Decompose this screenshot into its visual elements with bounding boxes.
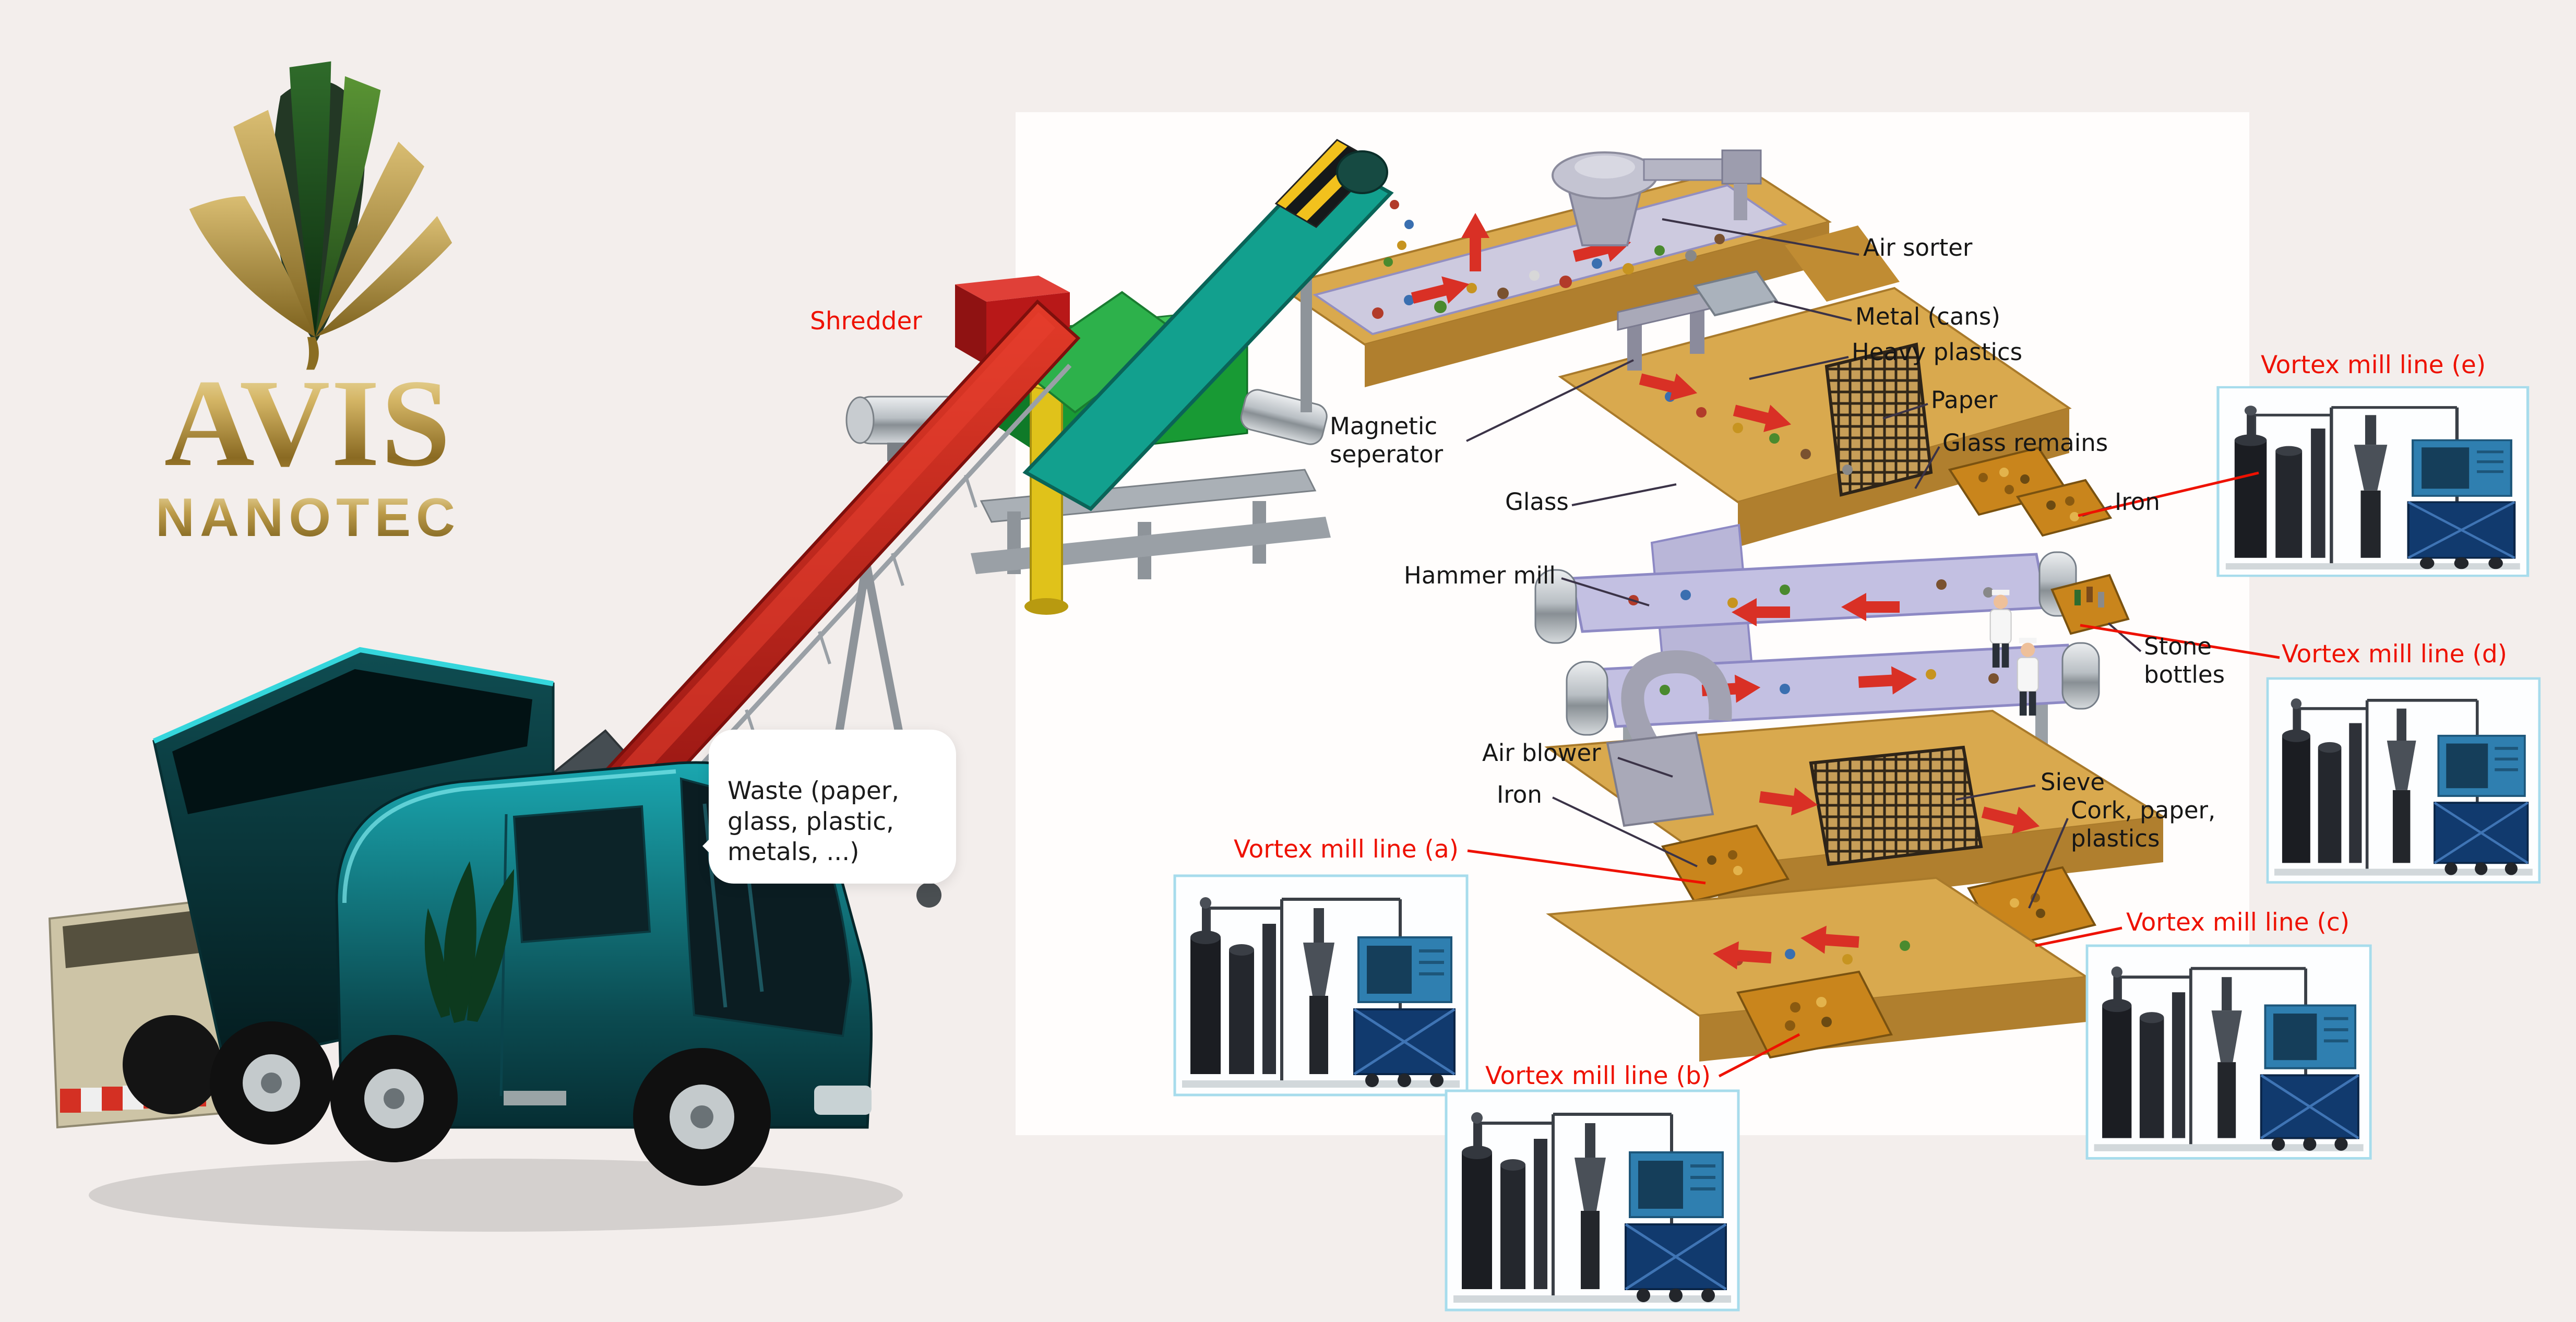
air-sorter-machine xyxy=(1552,149,1762,246)
bottom-deck xyxy=(1546,876,2090,1062)
conveyor-support-post xyxy=(1024,372,1068,615)
label-hammer-mill: Hammer mill xyxy=(1404,562,1556,589)
label-vortex-mill-line-c: Vortex mill line (c) xyxy=(2126,908,2350,937)
label-metal-cans: Metal (cans) xyxy=(1855,303,2000,330)
label-vortex-mill-line-b: Vortex mill line (b) xyxy=(1485,1062,1711,1090)
label-vortex-mill-line-d: Vortex mill line (d) xyxy=(2282,640,2508,669)
label-glass-remains: Glass remains xyxy=(1942,429,2108,457)
sorting-plant xyxy=(1276,149,2166,1062)
air-blower-machine xyxy=(1606,650,1732,827)
label-magnetic-seperator: Magnetic seperator xyxy=(1330,412,1444,468)
label-paper: Paper xyxy=(1931,386,1998,414)
sieve-deck xyxy=(1544,650,2166,963)
sieve-mesh xyxy=(1809,745,1983,866)
label-cork-paper-plastics: Cork, paper, plastics xyxy=(2071,796,2216,852)
label-iron-bottom: Iron xyxy=(1497,781,1542,808)
vortex-mill-c xyxy=(2087,946,2370,1158)
logo: AVIS NANOTEC xyxy=(125,360,491,545)
falling-waste xyxy=(1384,200,1414,267)
incline-conveyor-teal xyxy=(1013,139,1414,511)
paper-screen-mesh xyxy=(1824,342,1933,497)
top-sorting-deck xyxy=(1276,164,1832,387)
vortex-mill-b xyxy=(1446,1091,1738,1310)
door-leaf-decal xyxy=(424,861,514,1023)
label-vortex-mill-line-e: Vortex mill line (e) xyxy=(2261,351,2486,379)
wheels xyxy=(210,1021,771,1186)
side-window xyxy=(512,805,651,944)
separator-deck xyxy=(1558,270,2113,547)
vortex-mill-e xyxy=(2218,387,2528,576)
label-iron-top: Iron xyxy=(2115,488,2160,516)
iron-bin-top xyxy=(2016,479,2113,537)
label-glass: Glass xyxy=(1505,488,1569,516)
leader-lines-dark xyxy=(1466,218,2142,909)
label-stone-bottles: Stone bottles xyxy=(2144,633,2225,688)
label-heavy-plastics: Heavy plastics xyxy=(1852,338,2023,366)
vortex-mill-d xyxy=(2268,678,2539,883)
label-air-blower: Air blower xyxy=(1482,739,1601,767)
label-shredder: Shredder xyxy=(810,307,922,336)
stone-bottles-bin xyxy=(2050,574,2130,635)
brand-name: AVIS xyxy=(125,360,491,485)
label-vortex-mill-line-a: Vortex mill line (a) xyxy=(1234,835,1459,864)
label-air-sorter: Air sorter xyxy=(1863,234,1973,261)
leader-lines-red xyxy=(1467,471,2280,1078)
hammer-mill-roller xyxy=(1534,569,1577,644)
magnetic-separator-machine xyxy=(1617,289,1714,371)
avis-leaf-logo xyxy=(189,61,452,370)
vortex-feed-bin xyxy=(1736,970,1893,1059)
vortex-mill-a xyxy=(1175,876,1467,1095)
hammer-mill-conveyors xyxy=(1534,523,2130,789)
metal-cans-container xyxy=(1693,270,1779,317)
belt-litter xyxy=(1660,669,1999,695)
belt-litter xyxy=(1372,234,1725,319)
waste-bubble-text: Waste (paper, glass, plastic, metals, ..… xyxy=(728,776,900,867)
deck-ramp xyxy=(1785,225,1900,302)
waste-speech-bubble: Waste (paper, glass, plastic, metals, ..… xyxy=(702,730,956,884)
brand-subname: NANOTEC xyxy=(125,491,491,545)
label-sieve: Sieve xyxy=(2041,768,2105,796)
